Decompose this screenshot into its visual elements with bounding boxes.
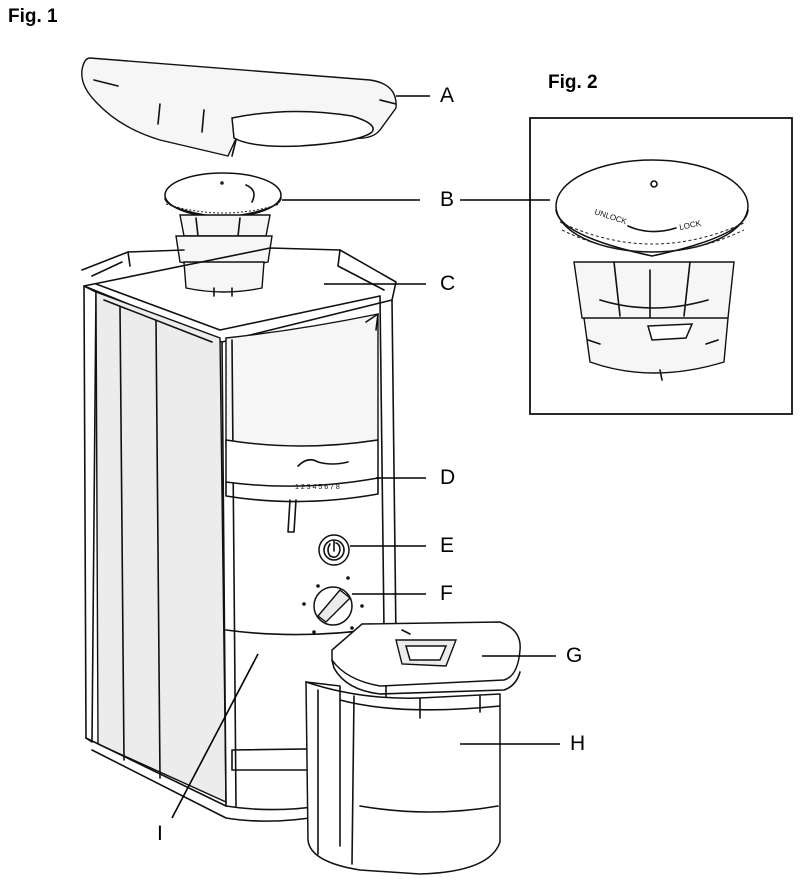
fig2-title: Fig. 2 [548,72,598,93]
grind-ring-part-d: 1 2 3 4 5 6 7 8 [225,439,379,533]
burr-detail-fig2: UNLOCK LOCK [555,159,749,381]
callout-a: A [440,84,455,107]
callout-c: C [440,272,456,295]
callout-b: B [440,188,455,211]
burr-part-b [164,172,282,297]
callout-f: F [440,582,453,605]
callout-g: G [566,644,583,667]
container-lid-part-g [331,621,521,695]
lid-part-a [81,57,397,157]
leader-i [171,653,259,819]
fig1-title: Fig. 1 [8,6,58,27]
callout-h: H [570,732,586,755]
power-button-part-e [318,534,350,566]
body-housing [81,247,399,822]
callout-d: D [440,466,456,489]
timer-knob-part-f [225,576,385,636]
callout-i: I [157,822,163,845]
callout-e: E [440,534,455,557]
grind-scale-text: 1 2 3 4 5 6 7 8 [295,484,340,491]
leader-lines [171,95,560,819]
grounds-container-part-h [305,680,501,875]
